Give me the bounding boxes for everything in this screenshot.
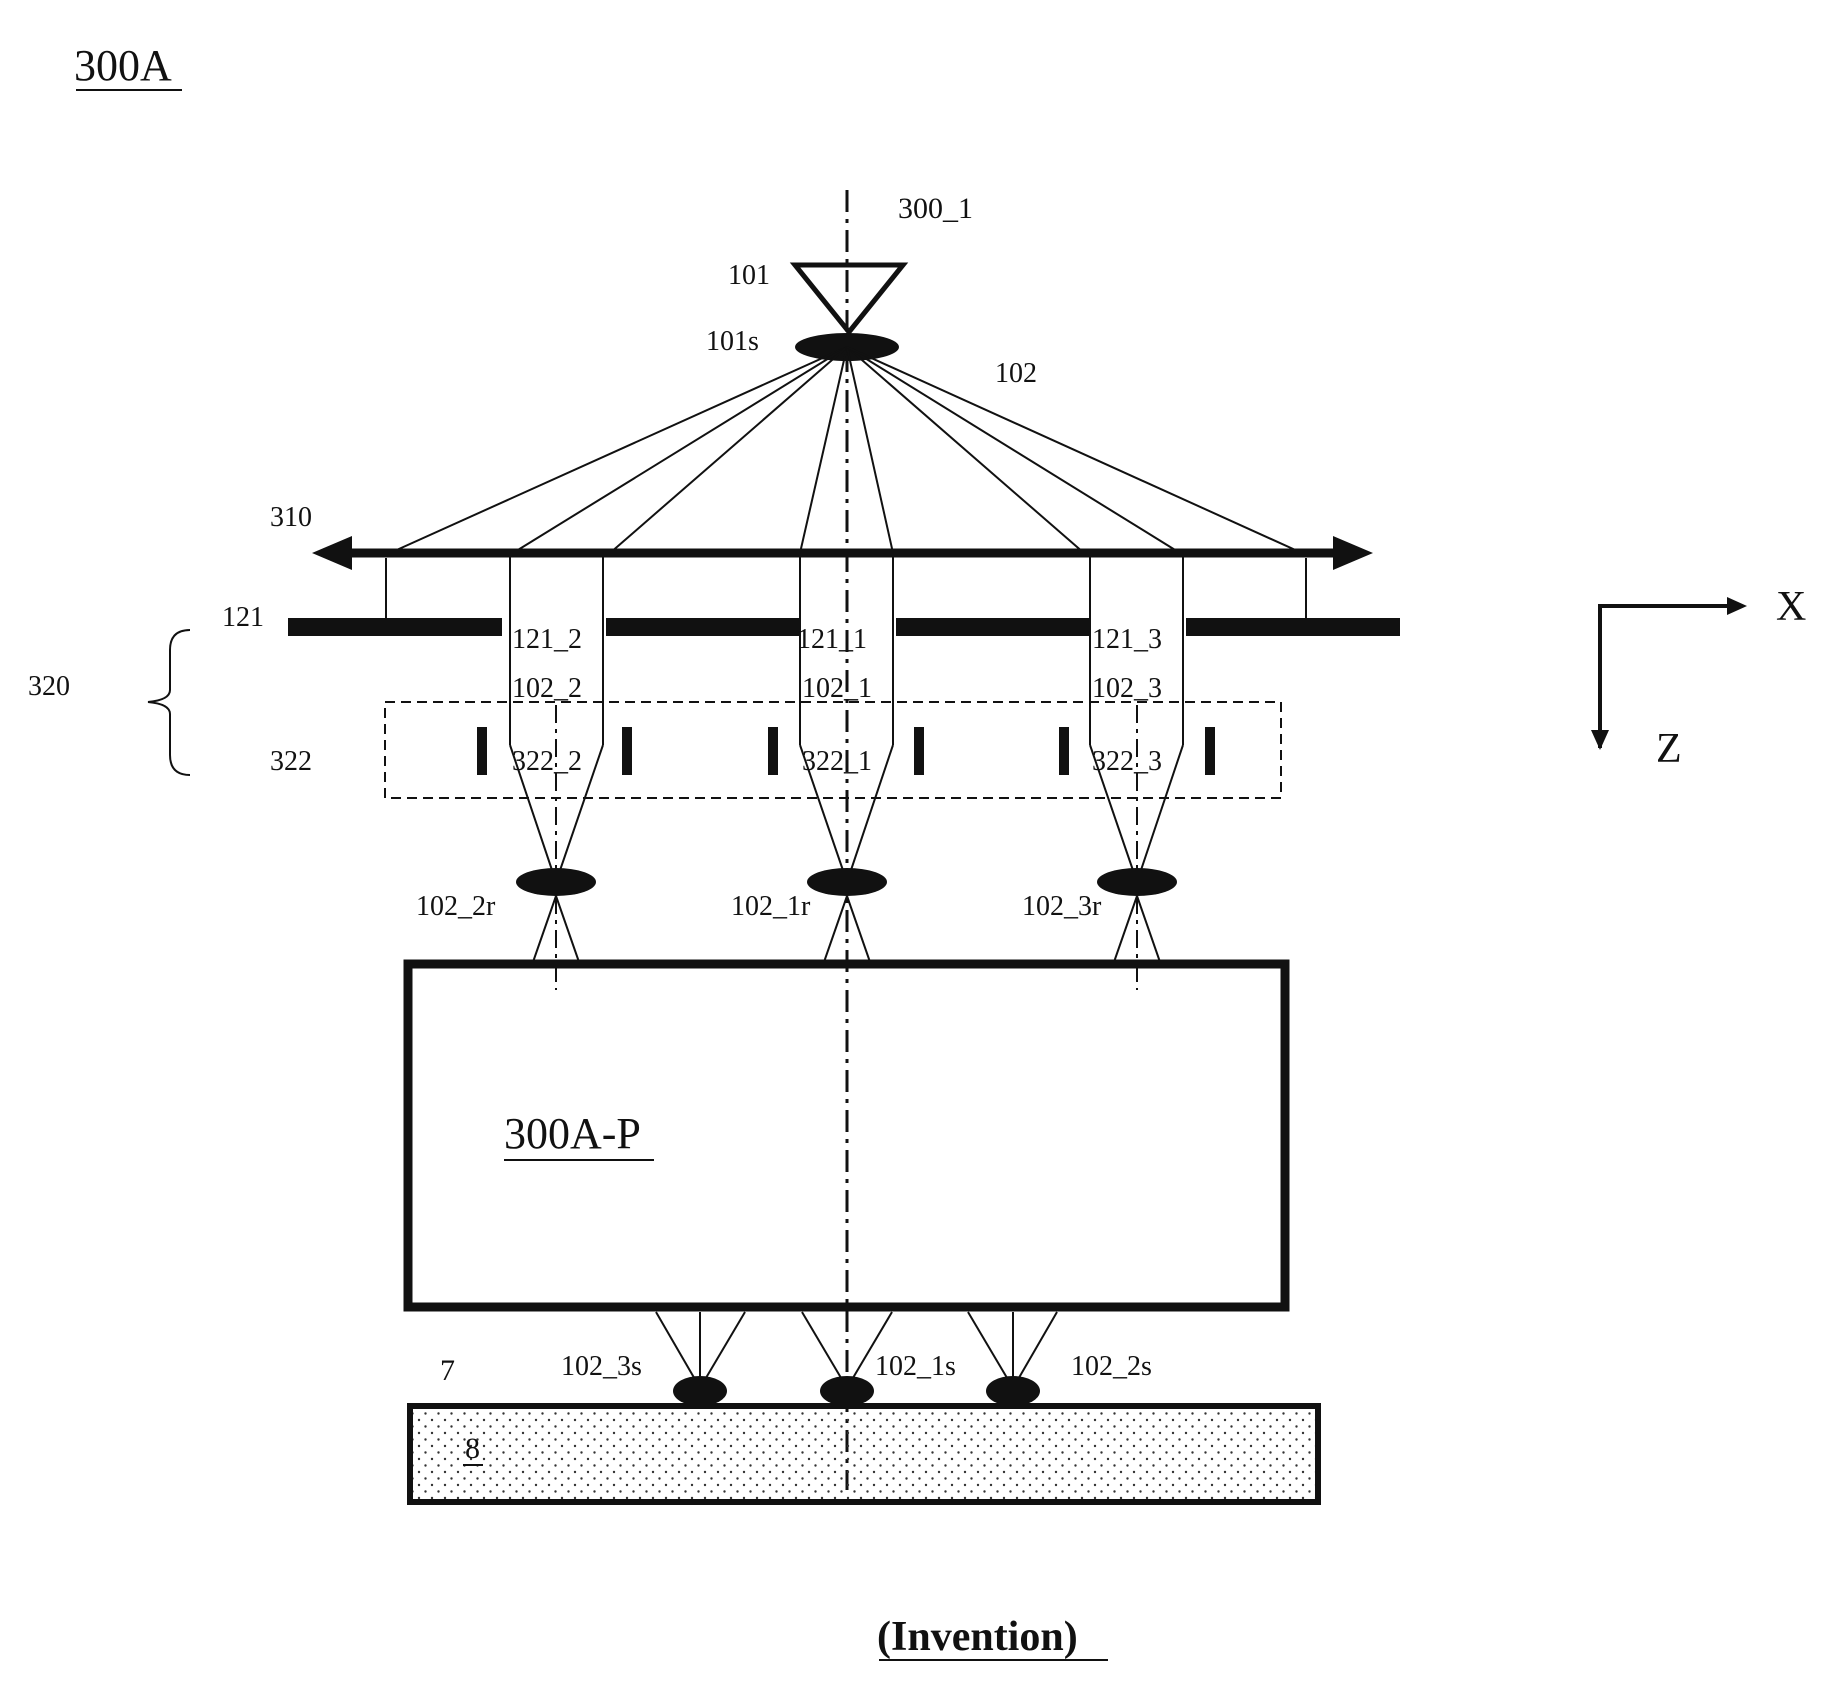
aperture-2-label: 121_2 [512, 624, 582, 655]
probe-spot-2-label: 102_2s [1071, 1351, 1152, 1382]
figure-id-label: 300A [74, 41, 172, 90]
deflector-3-label: 322_3 [1092, 746, 1162, 777]
aperture-1-label: 121_1 [797, 624, 867, 655]
sample-surface-label: 7 [440, 1354, 455, 1387]
deflector-2-label: 322_2 [512, 746, 582, 777]
probe-spot-2 [986, 1376, 1040, 1406]
virtual-image-2-label: 102_2r [416, 891, 496, 922]
projection-system-label: 300A-P [504, 1109, 641, 1158]
virtual-image-3 [1097, 868, 1177, 896]
source-label: 101 [728, 260, 770, 291]
deflector-array-label: 322 [270, 746, 312, 777]
condenser-arrow-left-icon [312, 536, 352, 570]
optical-axis-label: 300_1 [898, 192, 973, 225]
probe-spot-1-label: 102_1s [875, 1351, 956, 1382]
crossover-label: 101s [706, 326, 759, 357]
virtual-image-1 [807, 868, 887, 896]
conversion-unit-bracket [148, 630, 190, 775]
probe-spot-1 [820, 1376, 874, 1406]
probe-spot-rays [656, 1312, 1057, 1388]
figure-caption: (Invention) [877, 1614, 1078, 1660]
deflector-1-label: 322_1 [802, 746, 872, 777]
virtual-image-2 [516, 868, 596, 896]
beamlet-1-label: 102_1 [802, 673, 872, 704]
electron-source-icon [795, 265, 903, 332]
x-axis-label: X [1776, 584, 1806, 630]
condenser-label: 310 [270, 502, 312, 533]
z-axis-arrow-icon [1591, 730, 1609, 750]
virtual-image-3-label: 102_3r [1022, 891, 1102, 922]
beamlet-3-label: 102_3 [1092, 673, 1162, 704]
primary-beam-label: 102 [995, 358, 1037, 389]
aperture-plate-label: 121 [222, 602, 264, 633]
probe-spot-3 [673, 1376, 727, 1406]
conversion-unit-label: 320 [28, 671, 70, 702]
sample-label: 8 [465, 1432, 480, 1465]
z-axis-label: Z [1656, 726, 1682, 772]
x-axis-arrow-icon [1727, 597, 1747, 615]
sample [410, 1406, 1318, 1502]
virtual-image-1-label: 102_1r [731, 891, 811, 922]
aperture-3-label: 121_3 [1092, 624, 1162, 655]
condenser-arrow-right-icon [1333, 536, 1373, 570]
beamlet-2-label: 102_2 [512, 673, 582, 704]
probe-spot-3-label: 102_3s [561, 1351, 642, 1382]
